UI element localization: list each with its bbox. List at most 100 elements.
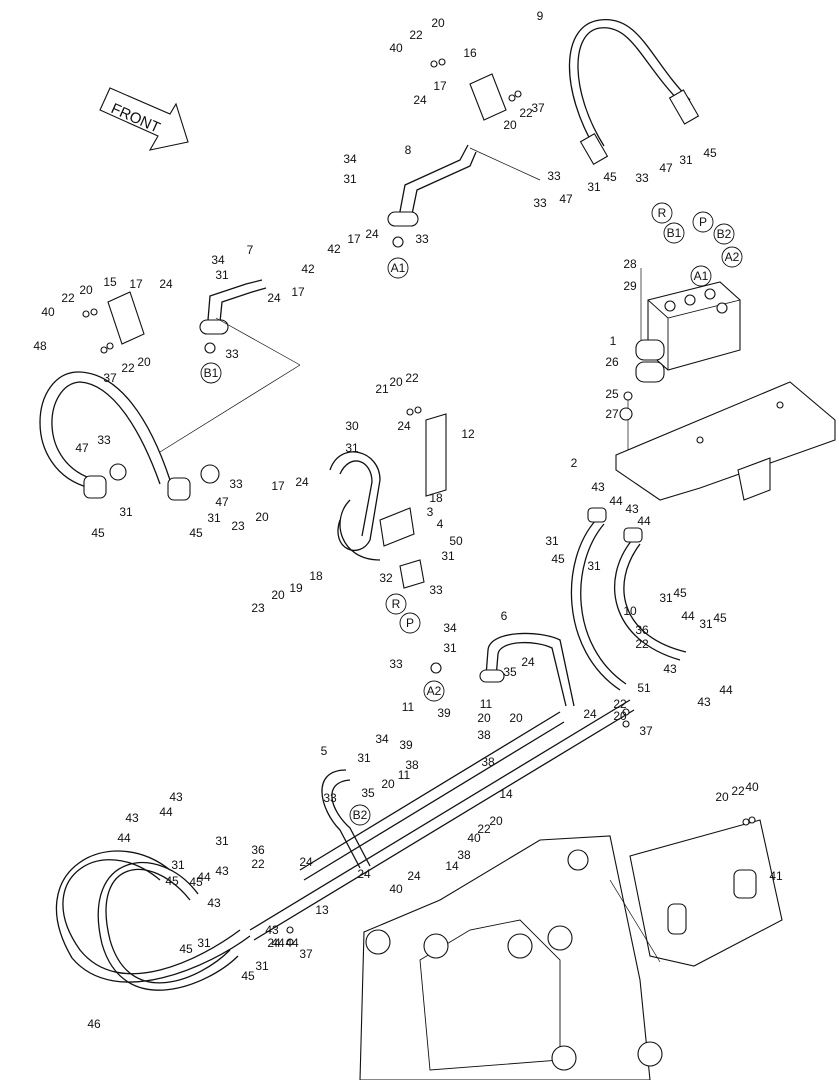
- callout-44: 44: [681, 609, 695, 623]
- callout-31: 31: [545, 534, 559, 548]
- port-circle: [349, 804, 371, 826]
- tube-8: [387, 144, 477, 227]
- callout-34: 34: [211, 253, 225, 267]
- callout-44: 44: [719, 683, 733, 697]
- callout-3: 3: [427, 505, 434, 519]
- port-label-text: B1: [204, 366, 219, 380]
- callout-42: 42: [301, 262, 315, 276]
- callout-14: 14: [499, 787, 513, 801]
- callout-20: 20: [381, 777, 395, 791]
- callout-44: 44: [271, 936, 285, 950]
- callout-5: 5: [321, 744, 328, 758]
- callout-47: 47: [559, 192, 573, 206]
- callout-20: 20: [489, 814, 503, 828]
- callout-31: 31: [587, 180, 601, 194]
- port-label-b1: B1: [200, 362, 222, 384]
- callout-16: 16: [463, 46, 477, 60]
- callout-24: 24: [397, 419, 411, 433]
- port-label-a2: A2: [721, 246, 743, 268]
- callout-20: 20: [477, 711, 491, 725]
- callout-47: 47: [75, 441, 89, 455]
- callout-22: 22: [519, 106, 533, 120]
- port-label-text: A2: [725, 250, 740, 264]
- callout-37: 37: [103, 371, 117, 385]
- port-label-text: B2: [717, 227, 732, 241]
- clamp-bracket-15: [107, 291, 145, 345]
- callout-22: 22: [61, 291, 75, 305]
- hoses-10: [570, 507, 687, 691]
- callout-36: 36: [635, 623, 649, 637]
- port-circle: [399, 612, 421, 634]
- callout-15: 15: [103, 275, 117, 289]
- callout-45: 45: [189, 526, 203, 540]
- callout-11: 11: [398, 768, 411, 782]
- callout-20: 20: [431, 16, 445, 30]
- callout-20: 20: [271, 588, 285, 602]
- callout-45: 45: [551, 552, 565, 566]
- callout-33: 33: [323, 791, 337, 805]
- port-label-a1: A1: [387, 257, 409, 279]
- callout-33: 33: [547, 169, 561, 183]
- steel-tubes: [249, 699, 635, 941]
- loader-frame: [359, 835, 663, 1080]
- callout-44: 44: [117, 831, 131, 845]
- callout-37: 37: [639, 724, 653, 738]
- callout-19: 19: [289, 581, 303, 595]
- callout-20: 20: [137, 355, 151, 369]
- callout-45: 45: [165, 874, 179, 888]
- callout-31: 31: [215, 834, 229, 848]
- callout-45: 45: [603, 170, 617, 184]
- callout-34: 34: [443, 621, 457, 635]
- callout-25: 25: [605, 387, 619, 401]
- callout-38: 38: [481, 755, 495, 769]
- port-circle: [663, 222, 685, 244]
- callout-17: 17: [433, 79, 447, 93]
- callout-34: 34: [375, 732, 389, 746]
- callout-26: 26: [605, 355, 619, 369]
- callout-12: 12: [461, 427, 475, 441]
- callout-33: 33: [225, 347, 239, 361]
- tube-7: [199, 279, 267, 335]
- callout-23: 23: [251, 601, 265, 615]
- port-label-text: B1: [667, 226, 682, 240]
- callout-10: 10: [623, 604, 637, 618]
- port-circle: [690, 265, 712, 287]
- callout-20: 20: [255, 510, 269, 524]
- callout-24: 24: [267, 291, 281, 305]
- callout-51: 51: [637, 681, 651, 695]
- callout-4: 4: [437, 517, 444, 531]
- callout-35: 35: [503, 665, 517, 679]
- callout-45: 45: [91, 526, 105, 540]
- port-circle: [713, 223, 735, 245]
- callout-31: 31: [659, 591, 673, 605]
- port-label-b2: B2: [349, 804, 371, 826]
- callout-24: 24: [159, 277, 173, 291]
- callout-42: 42: [327, 242, 341, 256]
- clamp-bracket-16: [469, 73, 507, 121]
- callout-24: 24: [413, 93, 427, 107]
- callout-35: 35: [361, 786, 375, 800]
- callout-24: 24: [299, 855, 313, 869]
- port-circle: [387, 257, 409, 279]
- callout-22: 22: [405, 371, 419, 385]
- fasteners: [82, 58, 756, 946]
- callout-31: 31: [679, 153, 693, 167]
- callout-31: 31: [215, 268, 229, 282]
- callout-39: 39: [437, 706, 451, 720]
- callout-31: 31: [357, 751, 371, 765]
- callout-36: 36: [251, 843, 265, 857]
- callout-38: 38: [457, 848, 471, 862]
- callout-44: 44: [197, 870, 211, 884]
- callout-45: 45: [241, 969, 255, 983]
- callout-44: 44: [285, 936, 299, 950]
- tube-6: [479, 632, 575, 707]
- callout-45: 45: [703, 146, 717, 160]
- control-valve-1: [635, 268, 741, 383]
- callout-18: 18: [429, 491, 443, 505]
- callout-22: 22: [121, 361, 135, 375]
- callout-22: 22: [251, 857, 265, 871]
- callout-13: 13: [315, 903, 329, 917]
- callout-33: 33: [635, 171, 649, 185]
- callout-37: 37: [531, 101, 545, 115]
- port-circle: [423, 680, 445, 702]
